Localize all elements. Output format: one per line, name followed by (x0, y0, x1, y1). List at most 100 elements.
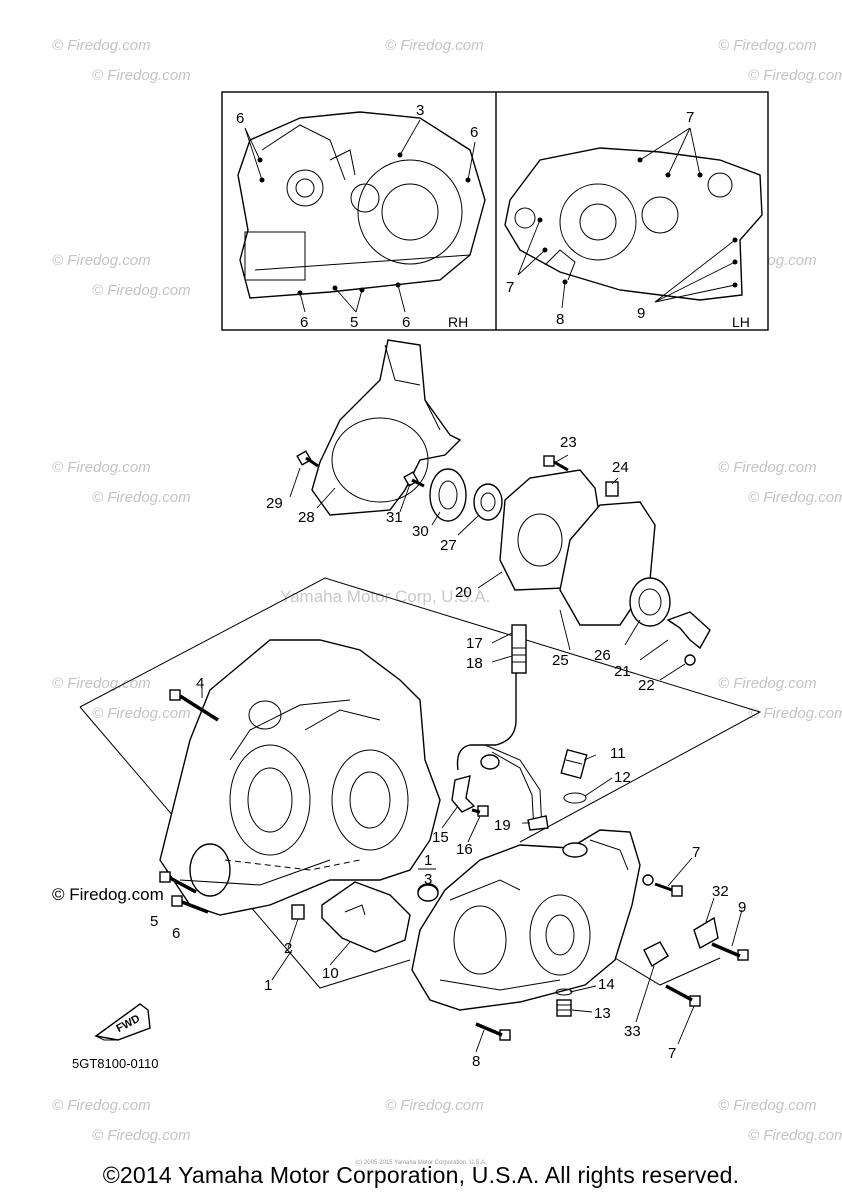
bolt-7-right (642, 874, 683, 897)
callout-14: 14 (598, 976, 615, 993)
lh-leaders (517, 127, 736, 309)
callout-19: 19 (494, 817, 511, 834)
plate-21 (666, 611, 711, 650)
callout-1: 1 (264, 977, 272, 994)
breather-hose (456, 624, 543, 831)
callout-6: 6 (402, 314, 410, 331)
watermark-text: © Firedog.com (92, 705, 191, 722)
watermark-text: © Firedog.com (52, 37, 151, 54)
callout-24: 24 (612, 459, 629, 476)
callout-22: 22 (638, 677, 655, 694)
watermark-text: © Firedog.com (52, 675, 151, 692)
callout-10: 10 (322, 965, 339, 982)
oil-seal-30 (429, 468, 467, 522)
dowel-24 (605, 481, 619, 497)
callout-15: 15 (432, 829, 449, 846)
callout-29: 29 (266, 495, 283, 512)
crankcase-cover (311, 339, 462, 516)
assembly-outlines (79, 577, 762, 989)
callout-17: 17 (466, 635, 483, 652)
clamp-33 (643, 941, 669, 968)
callout-30: 30 (412, 523, 429, 540)
callout-6: 6 (172, 925, 180, 942)
plate-10 (321, 881, 411, 953)
watermark-text: © Firedog.com (718, 37, 817, 54)
inset-panel: 6 3 6 6 5 6 RH (221, 91, 769, 331)
callout-6: 6 (470, 124, 478, 141)
callout-33: 33 (624, 1023, 641, 1040)
bolts-5-6 (159, 871, 209, 914)
callout-8: 8 (472, 1053, 480, 1070)
bracket-32 (693, 916, 719, 950)
footer-fine-print: (c) 2005-2015 Yamaha Motor Corporation, … (355, 1160, 487, 1166)
callout-16: 16 (456, 841, 473, 858)
callout-23: 23 (560, 434, 577, 451)
callout-7: 7 (668, 1045, 676, 1062)
callout-20: 20 (455, 584, 472, 601)
rh-leaders (244, 119, 476, 313)
bolt-8 (475, 1022, 511, 1041)
bolt-16 (471, 805, 489, 817)
watermark-text: © Firedog.com (52, 1097, 151, 1114)
bearing-1-3 (417, 884, 439, 902)
clip-19 (527, 815, 549, 831)
bracket-15 (451, 775, 476, 813)
watermark-text: © Firedog.com (718, 675, 817, 692)
bolt-31 (403, 471, 425, 488)
callout-18: 18 (466, 655, 483, 672)
watermark-text: © Firedog.com (385, 37, 484, 54)
watermarks: © Firedog.com © Firedog.com © Firedog.co… (52, 37, 842, 1144)
lh-label: LH (732, 314, 750, 330)
screw-22 (684, 654, 696, 666)
copyright-footer: ©2014 Yamaha Motor Corporation, U.S.A. A… (102, 1162, 740, 1188)
callout-25: 25 (552, 652, 569, 669)
bolt-7-lower (665, 984, 701, 1007)
watermark-text: © Firedog.com (52, 885, 164, 904)
bolt-9 (711, 942, 749, 961)
callout-6: 6 (300, 314, 308, 331)
watermark-text: © Firedog.com (718, 459, 817, 476)
rh-crankcase-view (237, 111, 486, 299)
callout-9: 9 (637, 305, 645, 322)
callout-31: 31 (386, 509, 403, 526)
callout-9: 9 (738, 899, 746, 916)
watermark-text: © Firedog.com (92, 67, 191, 84)
bearing-27 (473, 483, 503, 521)
watermark-text: © Firedog.com (92, 489, 191, 506)
watermark-text: © Firedog.com (52, 252, 151, 269)
callout-11: 11 (610, 745, 626, 762)
callout-4: 4 (196, 675, 204, 692)
o-ring-12 (563, 792, 587, 804)
callout-13: 13 (594, 1005, 611, 1022)
diagram-code: 5GT8100-0110 (72, 1056, 159, 1071)
callout-32: 32 (712, 883, 729, 900)
callout-27: 27 (440, 537, 457, 554)
oil-cap-11 (560, 748, 588, 780)
bolt-4 (169, 689, 219, 722)
bolt-29 (296, 450, 319, 468)
callout-3: 3 (416, 102, 424, 119)
watermark-text: © Firedog.com (748, 67, 842, 84)
callout-21: 21 (614, 663, 631, 680)
callout-5: 5 (350, 314, 358, 331)
callout-5: 5 (150, 913, 158, 930)
watermark-text: © Firedog.com (92, 282, 191, 299)
callout-7: 7 (506, 279, 514, 296)
dowel-2 (291, 904, 305, 920)
crankcase-left-half (159, 639, 441, 916)
watermark-text: © Firedog.com (748, 705, 842, 722)
watermark-text: © Firedog.com (748, 489, 842, 506)
watermark-text: © Firedog.com (385, 1097, 484, 1114)
callout-7: 7 (692, 844, 700, 861)
watermark-text: © Firedog.com (92, 1127, 191, 1144)
watermark-text: © Firedog.com (718, 1097, 817, 1114)
callout-leaders (201, 454, 743, 1053)
bolt-23 (543, 455, 569, 472)
callout-26: 26 (594, 647, 611, 664)
rh-label: RH (448, 314, 468, 330)
drain-bolt-13 (556, 999, 572, 1017)
callout-7: 7 (686, 109, 694, 126)
callouts: 29 28 31 30 27 23 24 20 25 26 21 22 17 1… (150, 434, 746, 1070)
callout-12: 12 (614, 769, 631, 786)
